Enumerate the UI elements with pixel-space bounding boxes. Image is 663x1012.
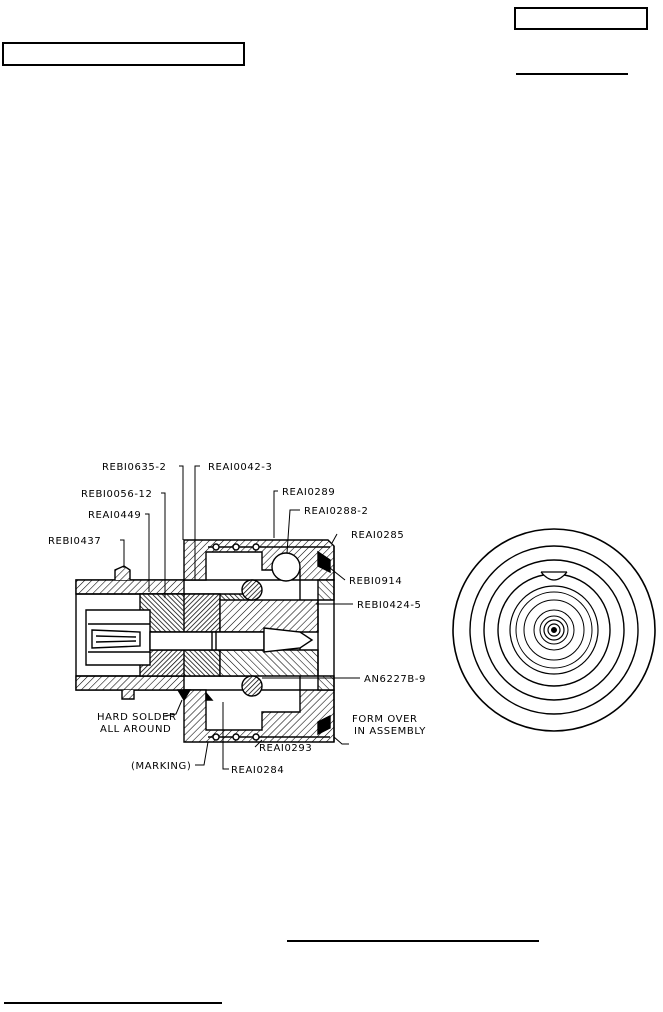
callout-reai0293: REAI0293 [259,743,312,754]
callout-rebi0914: REBI0914 [349,576,402,587]
callout-form-over-line1: FORM OVER [352,714,418,725]
callout-reai0042-3: REAI0042-3 [208,462,272,473]
callout-form-over-line2: IN ASSEMBLY [354,726,426,737]
callout-reai0284: REAI0284 [231,765,284,776]
header-box-right [514,7,648,30]
callout-hard-solder-line1: HARD SOLDER [97,712,177,723]
callout-rebi0424-5: REBI0424-5 [357,600,422,611]
callout-rebi0056-12: REBI0056-12 [81,489,152,500]
callout-marking: (MARKING) [131,761,191,772]
callout-rebi0437: REBI0437 [48,536,101,547]
header-underline-rule [516,73,628,75]
footer-underline-rule [4,1002,222,1004]
callout-hard-solder-line2: ALL AROUND [100,724,171,735]
cross-section-view [75,539,335,743]
callout-an6227b-9: AN6227B-9 [364,674,426,685]
callout-rebi0635-2: REBI0635-2 [102,462,167,473]
callouts: REBI0635-2 REAI0042-3 REBI0056-12 REAI02… [48,462,426,776]
header-box-left [2,42,245,66]
leader-lines [120,465,360,770]
caption-underline-rule [287,940,539,942]
callout-reai0288-2: REAI0288-2 [304,506,368,517]
callout-reai0285: REAI0285 [351,530,404,541]
end-view [452,528,656,732]
callout-reai0449: REAI0449 [88,510,141,521]
callout-reai0289: REAI0289 [282,487,335,498]
